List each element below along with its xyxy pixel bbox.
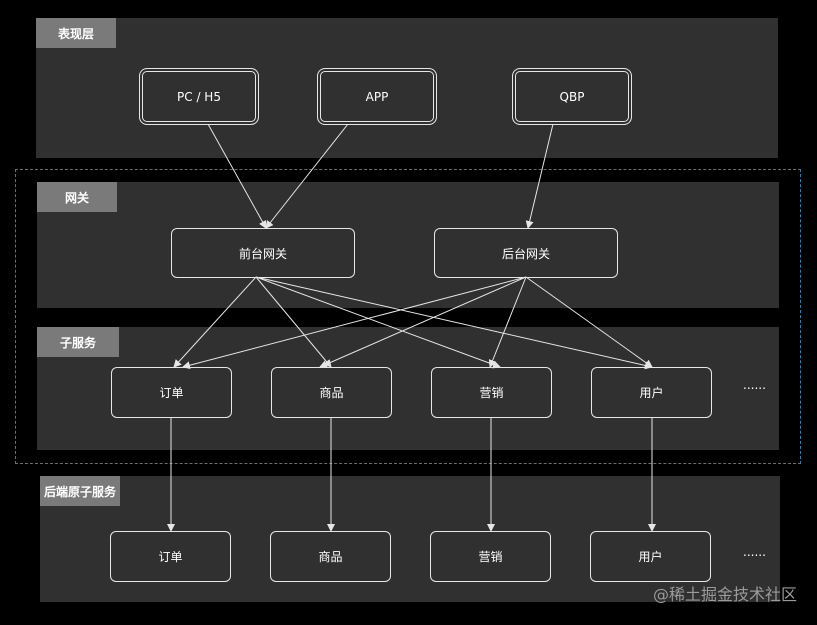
atomic-service-layer-label: 后端原子服务 <box>40 476 120 506</box>
edge-frontgw-to-product <box>255 276 332 368</box>
node-qbp: QBP <box>512 68 632 125</box>
node-sub-order: 订单 <box>111 367 232 418</box>
node-atomic-order: 订单 <box>110 531 231 582</box>
edge-frontgw-to-user <box>255 276 653 370</box>
watermark: @稀土掘金技术社区 <box>652 585 797 604</box>
gateway-layer-label: 网关 <box>37 182 117 212</box>
edge-frontgw-to-order <box>173 276 257 368</box>
node-pc-h5: PC / H5 <box>139 68 259 125</box>
node-atomic-marketing: 营销 <box>430 531 551 582</box>
node-back-gateway: 后台网关 <box>434 228 618 278</box>
atomic-ellipsis: ...... <box>743 545 766 559</box>
node-app: APP <box>317 68 437 125</box>
edge-qbp-to-backgw <box>525 123 554 229</box>
edge-backgw-to-user <box>525 276 653 368</box>
presentation-layer: 表现层 <box>36 18 778 158</box>
subservice-ellipsis: ...... <box>743 378 766 392</box>
edge-backgw-to-marketing <box>488 276 527 368</box>
node-atomic-product: 商品 <box>270 531 391 582</box>
edge-backgw-to-product <box>319 276 527 368</box>
subservice-layer-label: 子服务 <box>37 327 119 357</box>
node-atomic-user: 用户 <box>590 531 711 582</box>
gateway-layer: 网关 <box>37 182 779 308</box>
edge-backgw-to-order <box>182 276 527 370</box>
gateway-subservice-group-border <box>15 169 801 464</box>
edge-frontgw-to-marketing <box>255 276 501 369</box>
node-sub-marketing: 营销 <box>431 367 552 418</box>
node-sub-product: 商品 <box>271 367 392 418</box>
subservice-layer: 子服务 <box>37 327 779 450</box>
node-front-gateway: 前台网关 <box>171 228 355 278</box>
node-sub-user: 用户 <box>591 367 712 418</box>
edge-app-to-frontgw <box>265 123 349 229</box>
presentation-layer-label: 表现层 <box>36 18 116 48</box>
edge-pc-to-frontgw <box>207 123 267 229</box>
